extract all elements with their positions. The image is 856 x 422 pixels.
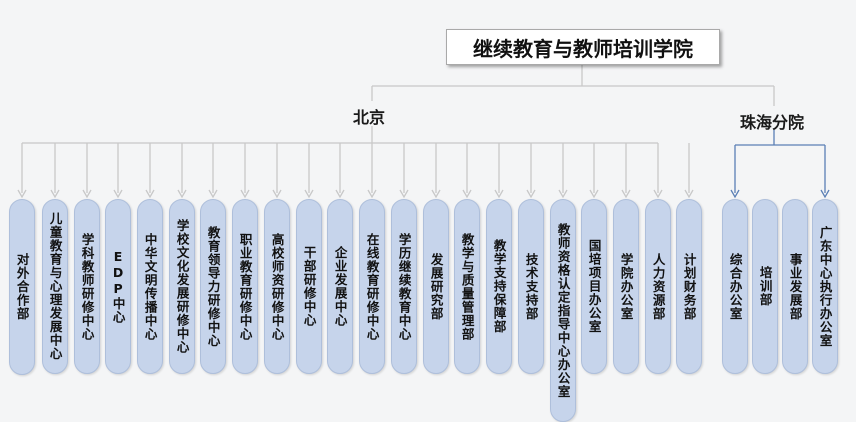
arrow-head-icon (272, 189, 282, 199)
beijing-unit-label: 计划财务部 (681, 252, 697, 321)
zhuhai-unit-1: 综合办公室 (722, 199, 748, 374)
beijing-unit-15: 教学与质量管理部 (454, 199, 480, 374)
arrow-head-icon (335, 189, 345, 199)
beijing-unit-label: 高校师资研修中心 (269, 232, 285, 341)
arrow-head-icon (653, 189, 663, 199)
beijing-unit-label: 学院办公室 (618, 252, 634, 321)
beijing-unit-label: 对外合作部 (14, 253, 30, 321)
zhuhai-unit-label: 综合办公室 (727, 252, 743, 321)
beijing-unit-16: 教学支持保障部 (486, 199, 512, 374)
arrow-head-icon (494, 189, 504, 199)
branch-zhuhai-label: 珠海分院 (740, 113, 805, 132)
beijing-unit-14: 发展研究部 (423, 199, 449, 374)
beijing-unit-label: 中华文明传播中心 (142, 232, 158, 341)
beijing-unit-label: 教师资格认定指导中心办公室 (555, 222, 571, 399)
beijing-unit-17: 技术支持部 (518, 199, 544, 374)
beijing-unit-5: 中华文明传播中心 (137, 199, 163, 374)
zhuhai-unit-4: 广东中心执行办公室 (812, 199, 838, 374)
branch-beijing-label: 北京 (353, 108, 386, 127)
arrow-head-icon (82, 189, 92, 199)
beijing-unit-12: 在线教育研修中心 (359, 199, 385, 374)
arrow-head-icon (431, 189, 441, 199)
arrow-head-icon (113, 189, 123, 199)
beijing-unit-label: 干部研修中心 (301, 246, 317, 327)
beijing-unit-label: 教学与质量管理部 (459, 232, 475, 341)
beijing-unit-19: 国培项目办公室 (581, 199, 607, 374)
beijing-unit-2: 儿童教育与心理发展中心 (42, 199, 68, 374)
zhuhai-unit-label: 广东中心执行办公室 (817, 225, 833, 348)
arrow-head-icon (526, 189, 536, 199)
arrow-head-icon (730, 189, 740, 199)
beijing-unit-7: 教育领导力研修中心 (200, 199, 226, 374)
beijing-unit-10: 干部研修中心 (296, 199, 322, 374)
beijing-unit-label: 儿童教育与心理发展中心 (47, 212, 63, 361)
beijing-unit-label: 职业教育研修中心 (237, 232, 253, 341)
arrow-head-icon (558, 189, 568, 199)
beijing-unit-label: EDP中心 (110, 249, 126, 324)
zhuhai-unit-3: 事业发展部 (782, 199, 808, 374)
beijing-unit-label: 在线教育研修中心 (364, 232, 380, 341)
beijing-unit-label: 国培项目办公室 (586, 239, 602, 334)
beijing-unit-label: 教育领导力研修中心 (205, 225, 221, 348)
beijing-unit-21: 人力资源部 (645, 199, 671, 374)
arrow-head-icon (50, 189, 60, 199)
arrow-head-icon (208, 189, 218, 199)
beijing-unit-label: 企业发展中心 (332, 246, 348, 327)
arrow-head-icon (399, 189, 409, 199)
org-title: 继续教育与教师培训学院 (446, 29, 720, 65)
arrow-head-icon (367, 189, 377, 199)
arrow-head-icon (177, 189, 187, 199)
arrow-head-icon (240, 189, 250, 199)
arrow-head-icon (684, 189, 694, 199)
beijing-unit-label: 技术支持部 (523, 252, 539, 321)
arrow-head-icon (589, 189, 599, 199)
arrow-head-icon (820, 189, 830, 199)
beijing-unit-3: 学科教师研修中心 (74, 199, 100, 374)
beijing-unit-9: 高校师资研修中心 (264, 199, 290, 374)
beijing-unit-18: 教师资格认定指导中心办公室 (550, 199, 576, 422)
arrow-head-icon (17, 189, 27, 199)
beijing-unit-6: 学校文化发展研修中心 (169, 199, 195, 374)
beijing-unit-22: 计划财务部 (676, 199, 702, 374)
beijing-unit-label: 学校文化发展研修中心 (174, 219, 190, 354)
beijing-unit-1: 对外合作部 (9, 199, 35, 375)
arrow-head-icon (462, 189, 472, 199)
zhuhai-unit-2: 培训部 (752, 199, 778, 374)
beijing-unit-8: 职业教育研修中心 (232, 199, 258, 374)
beijing-unit-4: EDP中心 (105, 199, 131, 374)
zhuhai-unit-label: 培训部 (757, 266, 773, 307)
arrow-head-icon (621, 189, 631, 199)
beijing-unit-label: 教学支持保障部 (491, 239, 507, 334)
arrow-head-icon (145, 189, 155, 199)
beijing-unit-label: 学科教师研修中心 (79, 232, 95, 341)
beijing-unit-label: 人力资源部 (650, 252, 666, 321)
arrow-head-icon (304, 189, 314, 199)
beijing-unit-label: 学历继续教育中心 (396, 232, 412, 341)
beijing-unit-13: 学历继续教育中心 (391, 199, 417, 374)
beijing-unit-label: 发展研究部 (428, 252, 444, 321)
beijing-unit-11: 企业发展中心 (327, 199, 353, 374)
beijing-unit-20: 学院办公室 (613, 199, 639, 374)
zhuhai-unit-label: 事业发展部 (787, 252, 803, 321)
